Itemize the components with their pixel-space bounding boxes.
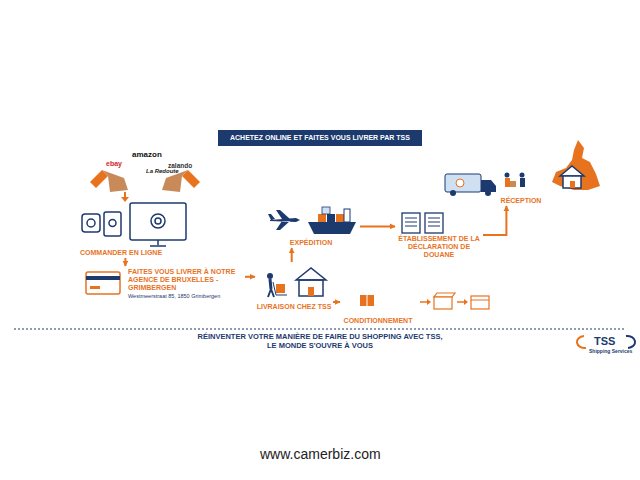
tss-logo-mark xyxy=(577,336,635,348)
title-banner: ACHETEZ ONLINE ET FAITES VOUS LIVRER PAR… xyxy=(218,130,422,146)
cameroon-map xyxy=(552,140,600,190)
container xyxy=(336,214,344,222)
flow-arrow xyxy=(333,301,340,303)
flow-arrow xyxy=(124,258,126,266)
process-step: LIVRAISON CHEZ TSS xyxy=(255,262,333,312)
monitor-stand xyxy=(157,240,159,245)
wheel xyxy=(485,190,491,196)
logo-swirl xyxy=(577,336,586,348)
document-icon xyxy=(425,213,443,233)
parcel xyxy=(360,295,374,306)
card-stripe xyxy=(86,276,120,280)
container xyxy=(327,214,335,222)
arrow-head xyxy=(464,299,468,305)
closed-box xyxy=(471,296,489,309)
flow-arrow xyxy=(360,225,395,227)
arrow-head xyxy=(427,299,431,305)
hands-illustration xyxy=(90,170,200,192)
at-symbol xyxy=(155,218,161,224)
process-step: EXPÉDITION xyxy=(262,200,360,248)
credit-card xyxy=(86,272,120,294)
flow-arrow xyxy=(483,206,506,235)
at-symbol xyxy=(109,220,116,227)
step-label: ÉTABLISSEMENT DE LA DÉCLARATION DE DOUAN… xyxy=(395,235,483,259)
wheel xyxy=(450,190,456,196)
step-label: COMMANDER EN LIGNE xyxy=(80,249,162,257)
house-body xyxy=(563,176,581,188)
devices-illustration xyxy=(82,203,186,246)
logo-swirl xyxy=(626,336,635,348)
person-leg xyxy=(271,289,274,297)
caption: RÉINVENTER VOTRE MANIÈRE DE FAIRE DU SHO… xyxy=(195,333,445,350)
ship-bridge xyxy=(344,209,350,222)
house-door xyxy=(308,287,314,296)
step-label: LIVRAISON CHEZ TSS xyxy=(257,303,332,311)
shop-logo: amazon xyxy=(132,150,162,159)
process-step: FAITES VOUS LIVRER À NOTRE AGENCE DE BRU… xyxy=(80,266,245,302)
address-note: Westmeerstraat 85, 1850 Grimbergen xyxy=(128,293,220,299)
brand-tagline: Shipping Services xyxy=(589,349,632,355)
flow-arrow xyxy=(420,301,428,303)
container xyxy=(322,207,330,214)
delivery-illustration xyxy=(267,268,326,297)
flow-arrow xyxy=(291,248,293,262)
document-lines xyxy=(405,218,440,226)
open-box xyxy=(434,293,455,297)
trolley xyxy=(273,282,287,295)
house-roof xyxy=(560,166,584,176)
monitor-stand xyxy=(150,245,166,247)
plane-icon xyxy=(268,210,300,230)
house-roof xyxy=(296,268,326,280)
person-head xyxy=(267,273,273,279)
step-label: RÉCEPTION xyxy=(501,197,542,205)
step-label: FAITES VOUS LIVRER À NOTRE AGENCE DE BRU… xyxy=(128,268,245,292)
box-tape xyxy=(471,300,489,301)
house-door xyxy=(570,181,575,188)
packaging-illustration xyxy=(360,293,489,309)
step-label: CONDITIONNEMENT xyxy=(344,317,413,325)
person-body xyxy=(520,178,525,187)
phone-icon xyxy=(82,214,100,232)
reception-illustration xyxy=(445,140,600,196)
house-body xyxy=(299,280,323,296)
flow-arrow xyxy=(457,301,465,303)
shop-logo: ebay xyxy=(106,160,122,168)
arrow-head xyxy=(121,197,129,202)
flow-arrow xyxy=(245,276,255,278)
process-step: COMMANDER EN LIGNE xyxy=(75,200,215,258)
parcel xyxy=(510,181,516,187)
hand xyxy=(102,170,128,192)
monitor-icon xyxy=(130,203,186,240)
step-label: EXPÉDITION xyxy=(290,239,332,247)
documents-illustration xyxy=(402,213,443,233)
parcel xyxy=(276,284,285,293)
open-box xyxy=(434,297,452,309)
person-head xyxy=(505,173,510,178)
ship-hull xyxy=(308,222,356,234)
tablet-icon xyxy=(104,212,121,236)
shipping-illustration xyxy=(268,207,356,234)
card-chip xyxy=(90,286,100,289)
brand-logo: TSS xyxy=(594,335,615,348)
truck-box xyxy=(445,174,481,192)
process-step: ÉTABLISSEMENT DE LA DÉCLARATION DE DOUAN… xyxy=(395,210,483,260)
shop-logo: La Redoute xyxy=(146,168,179,175)
person-head xyxy=(520,173,525,178)
separator-line xyxy=(14,329,626,330)
person-body xyxy=(270,279,271,289)
process-step: CONDITIONNEMENT xyxy=(340,292,416,326)
person-body xyxy=(505,178,510,187)
at-symbol xyxy=(87,219,95,227)
card-illustration xyxy=(86,272,120,294)
process-step: RÉCEPTION xyxy=(440,145,602,206)
watermark: www.camerbiz.com xyxy=(260,446,381,462)
at-symbol xyxy=(151,214,165,228)
document-icon xyxy=(402,213,420,233)
parcel-tape xyxy=(367,295,368,306)
truck-logo xyxy=(456,179,464,187)
container xyxy=(318,214,326,222)
